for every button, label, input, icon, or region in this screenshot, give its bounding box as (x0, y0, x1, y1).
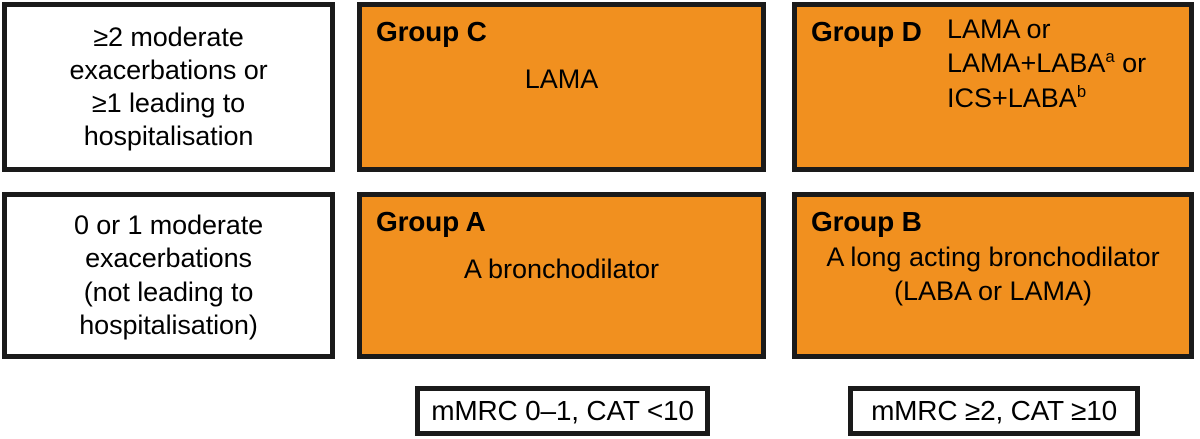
group-d-treatment-line: ICS+LABAb (947, 81, 1146, 116)
group-d-line2-suffix: or (1114, 48, 1147, 79)
group-d-line3-prefix: ICS+LABA (947, 82, 1077, 113)
footnote-marker-a: a (1105, 47, 1115, 67)
symptom-label-high: mMRC ≥2, CAT ≥10 (848, 386, 1140, 436)
group-c-treatment-line: LAMA (524, 63, 599, 94)
symptom-label-low: mMRC 0–1, CAT <10 (415, 386, 710, 436)
exacerbation-descriptor-low: 0 or 1 moderate exacerbations (not leadi… (2, 192, 335, 359)
exacerbation-descriptor-high: ≥2 moderate exacerbations or ≥1 leading … (2, 2, 335, 172)
descriptor-line: (not leading to (83, 276, 254, 307)
group-b-body: A long acting bronchodilator (LABA or LA… (797, 238, 1189, 354)
group-d-treatment-line: LAMA+LABAa or (947, 46, 1146, 81)
descriptor-line: 0 or 1 moderate (73, 210, 264, 241)
descriptor-line: hospitalisation (83, 121, 254, 152)
group-d-treatment-line: LAMA or (947, 13, 1051, 44)
group-a-treatment-line: A bronchodilator (463, 253, 660, 284)
group-d-line2-prefix: LAMA+LABA (947, 48, 1106, 79)
group-b-treatment-line: (LABA or LAMA) (893, 276, 1093, 307)
descriptor-line: exacerbations (85, 243, 252, 274)
descriptor-line: ≥2 moderate (93, 21, 244, 52)
group-b-treatment-line: A long acting bronchodilator (826, 241, 1160, 272)
group-a-title: Group A (376, 206, 486, 237)
group-c-box: Group C LAMA (357, 2, 766, 172)
group-b-title: Group B (811, 206, 922, 237)
group-c-body: LAMA (362, 48, 761, 167)
group-a-body: A bronchodilator (362, 238, 761, 354)
descriptor-line: hospitalisation) (79, 309, 258, 340)
descriptor-line: ≥1 leading to (91, 88, 246, 118)
group-d-title: Group D (811, 16, 922, 47)
group-b-box: Group B A long acting bronchodilator (LA… (792, 192, 1194, 359)
descriptor-line: exacerbations or (69, 54, 268, 85)
group-a-box: Group A A bronchodilator (357, 192, 766, 359)
group-d-body: LAMA or LAMA+LABAa or ICS+LABAb (797, 14, 1189, 167)
group-c-title: Group C (376, 16, 487, 47)
group-d-box: Group D LAMA or LAMA+LABAa or ICS+LABAb (792, 2, 1194, 172)
footnote-marker-b: b (1076, 81, 1087, 101)
